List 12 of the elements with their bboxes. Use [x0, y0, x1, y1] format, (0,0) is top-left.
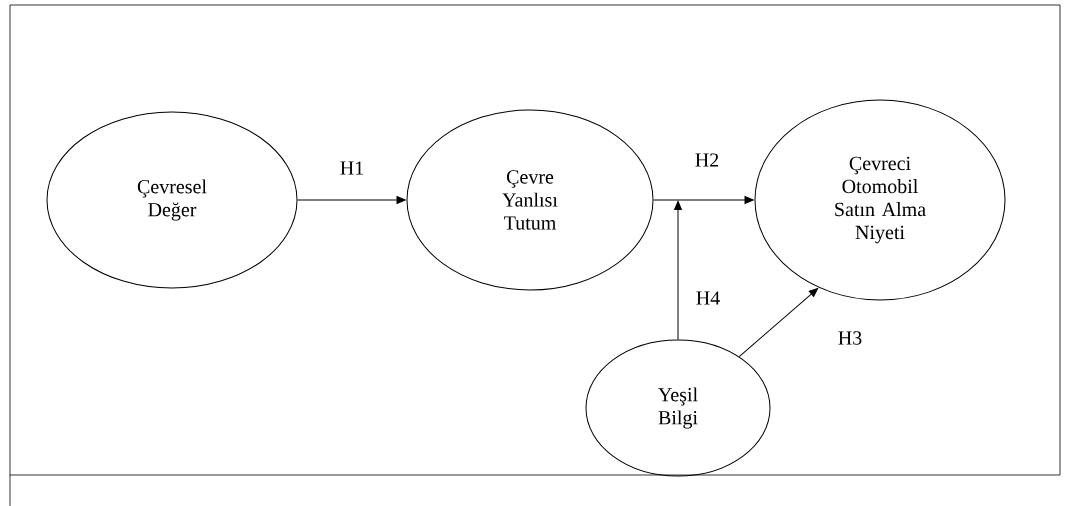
edge-label: H1	[338, 160, 366, 176]
arrow	[653, 196, 754, 204]
arrow	[297, 196, 406, 204]
ellipse-node: Çevre Yanlısı Tutum	[406, 109, 654, 291]
ellipse-node: Yeşil Bilgi	[585, 339, 771, 477]
ellipse-node: Çevresel Değer	[46, 111, 298, 289]
edge-label: H2	[693, 152, 721, 168]
ellipse-node: Çevreci Otomobil Satın Alma Niyeti	[754, 99, 1006, 301]
arrow	[674, 200, 682, 340]
arrow	[738, 288, 819, 358]
edge-label: H4	[694, 290, 722, 306]
edge-label: H3	[836, 330, 864, 346]
